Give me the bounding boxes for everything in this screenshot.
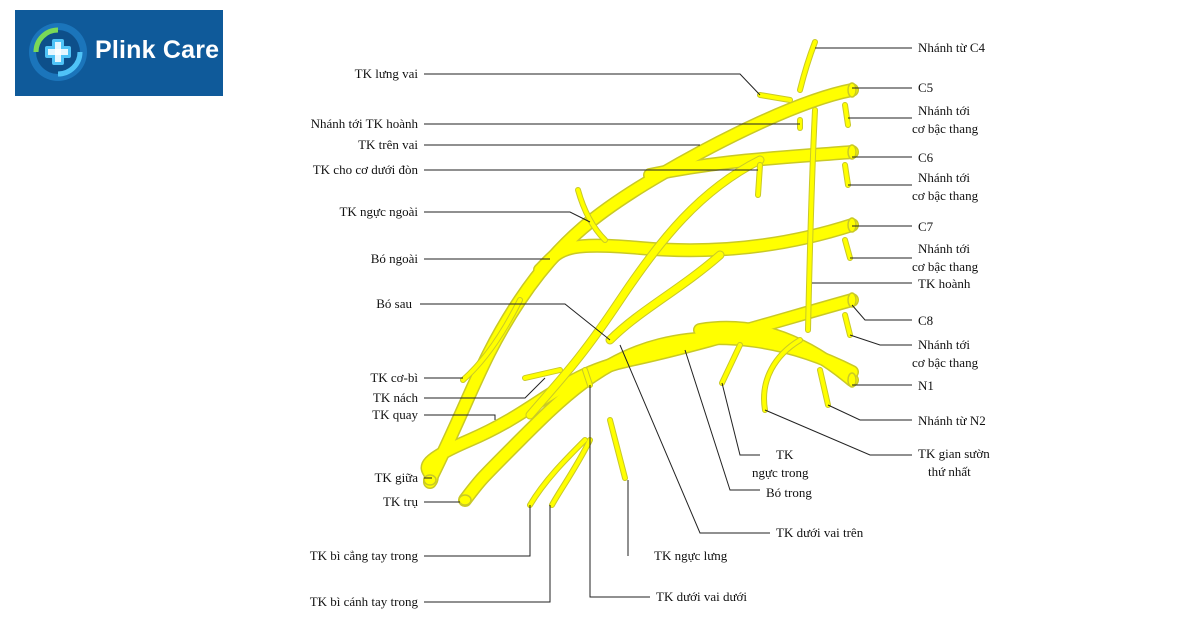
label-c5-branch-line1: Nhánh tới [918,103,970,118]
medial-brachial-nerve [550,438,592,507]
subclavius-nerve [756,163,762,197]
label-phrenic: TK hoành [918,276,971,291]
posterior-cord [526,156,764,419]
label-medial-antebrachial: TK bì cẳng tay trong [310,548,419,563]
label-c5-branch-line2: cơ bậc thang [912,121,979,136]
label-c8: C8 [918,313,933,328]
nerve-trunks [420,39,859,508]
label-median: TK giữa [374,470,418,485]
label-thoracodorsal: TK ngực lưng [654,548,728,563]
label-subclavius: TK cho cơ dưới đòn [313,162,419,177]
medial-antebrachial-nerve [528,438,587,507]
label-c7-branch-line1: Nhánh tới [918,241,970,256]
label-ulnar: TK trụ [383,494,419,509]
label-lower-subscapular: TK dưới vai dưới [656,589,747,604]
label-c6-branch-line1: Nhánh tới [918,170,970,185]
label-c7-branch-line2: cơ bậc thang [912,259,979,274]
plink-care-emblem-icon [29,23,87,81]
posterior-division [606,251,724,344]
label-dorsal-scapular: TK lưng vai [355,66,419,81]
label-lateral-pectoral: TK ngực ngoài [339,204,418,219]
label-upper-subscapular: TK dưới vai trên [776,525,864,540]
label-c7: C7 [918,219,934,234]
brand-logo[interactable]: Plink Care [15,10,223,96]
leader-lines [420,47,912,603]
label-medial-cord: Bó trong [766,485,812,500]
label-suprascapular: TK trên vai [358,137,418,152]
dorsal-scapular-nerve [758,93,792,102]
label-n2-branch: Nhánh từ N2 [918,413,986,428]
label-medial-brachial: TK bì cánh tay trong [310,594,419,609]
upper-trunk [424,84,858,486]
label-posterior-cord: Bó sau [376,296,412,311]
label-lateral-cord: Bó ngoài [371,251,419,266]
label-musculocutaneous: TK cơ-bì [370,370,418,385]
label-c5: C5 [918,80,933,95]
lateral-pectoral-nerve [576,188,607,242]
label-c6-branch-line2: cơ bậc thang [912,188,979,203]
label-n1: N1 [918,378,934,393]
medial-pectoral-nerve [720,343,742,385]
brand-name: Plink Care [95,36,220,64]
axillary-nerve [523,368,562,380]
label-medial-pectoral-line2: ngực trong [752,465,809,480]
label-c8-branch-line1: Nhánh tới [918,337,970,352]
label-c6: C6 [918,150,934,165]
labels: Nhánh từ C4 C5 Nhánh tới cơ bậc thang C6… [310,40,991,609]
musculocutaneous-nerve [461,298,522,382]
ulnar-trunk [459,332,858,506]
n2-branch [818,368,830,407]
label-medial-pectoral-line1: TK [776,447,794,462]
label-intercostal-line2: thứ nhất [928,464,971,479]
label-intercostal-line1: TK gian sườn [918,446,990,461]
label-axillary: TK nách [373,390,419,405]
phrenic-nerve [806,108,817,332]
thoracodorsal-nerve [608,418,627,480]
c4-branch [798,40,817,92]
first-intercostal-nerve [762,338,802,412]
label-c4-branch: Nhánh từ C4 [918,40,985,55]
label-c8-branch-line2: cơ bậc thang [912,355,979,370]
label-phrenic-branch: Nhánh tới TK hoành [311,116,419,131]
label-radial: TK quay [372,407,418,422]
